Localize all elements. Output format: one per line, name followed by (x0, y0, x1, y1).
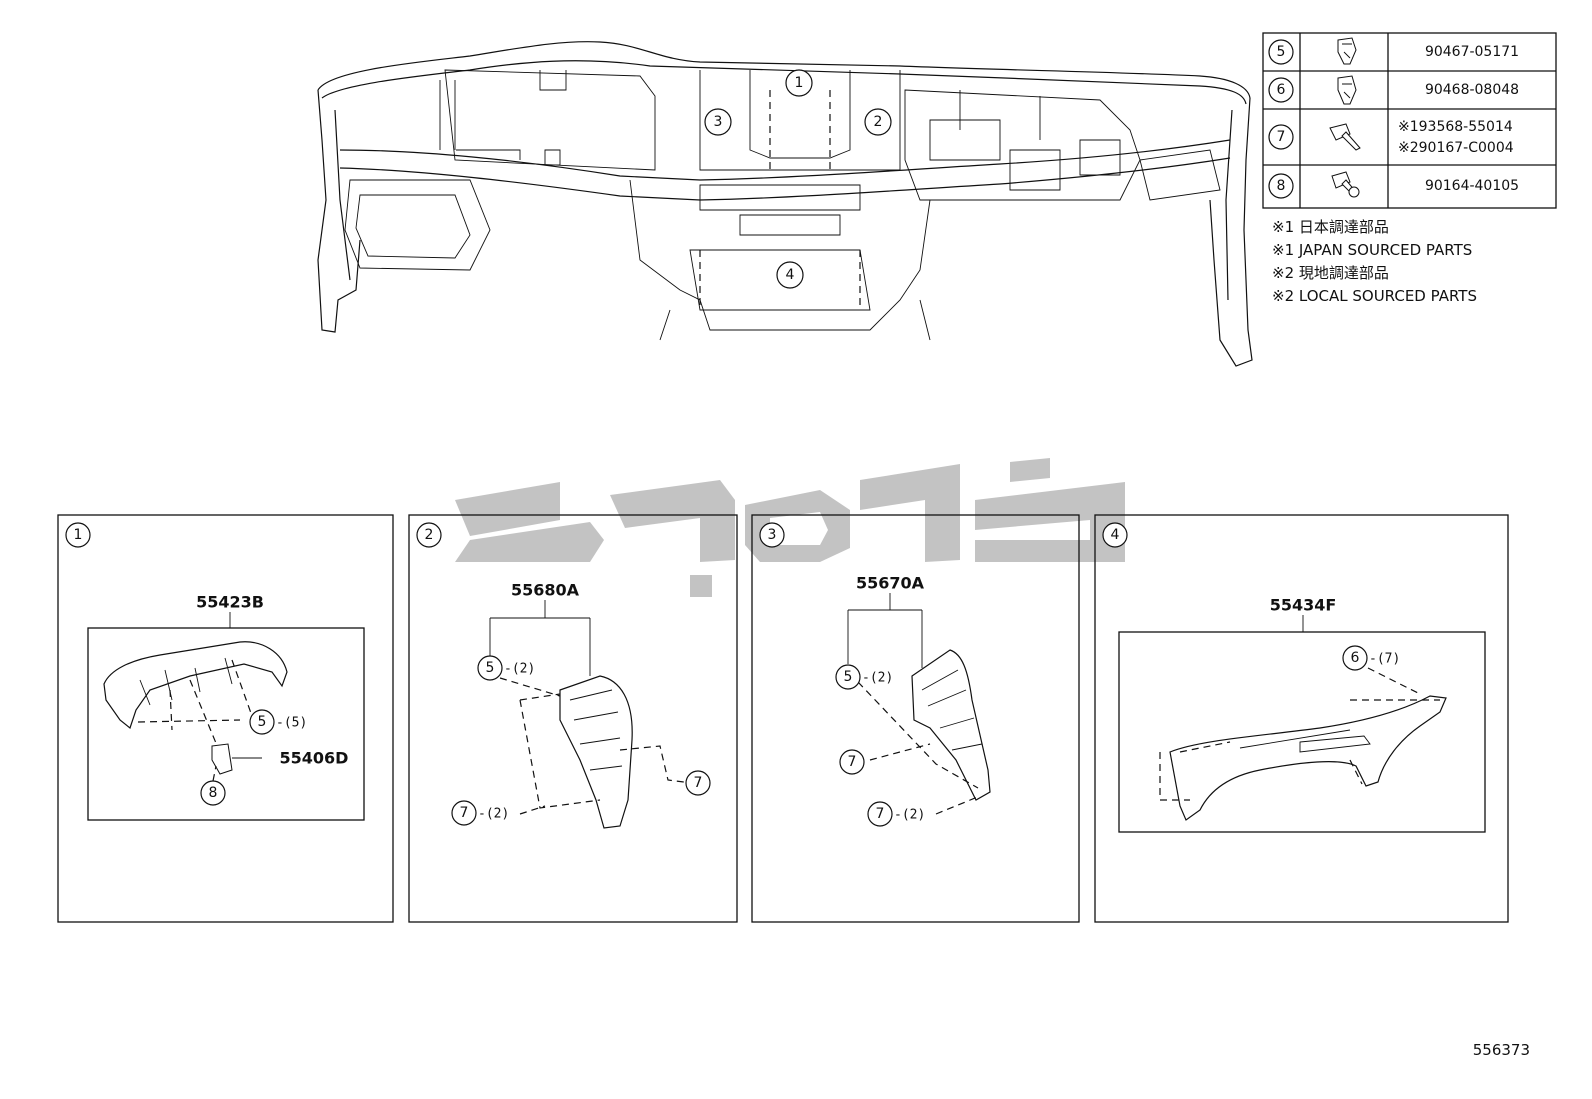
svg-text:-(2): -(2) (504, 662, 535, 677)
svg-text:4: 4 (1111, 527, 1120, 543)
panel-4-callout-6: 6 -(7) (1342, 645, 1400, 671)
note-line: ※2 現地調達部品 (1272, 264, 1389, 282)
svg-text:2: 2 (874, 114, 883, 130)
svg-text:3: 3 (768, 527, 777, 543)
svg-text:※193568-55014: ※193568-55014 (1398, 119, 1513, 135)
svg-text:7: 7 (876, 806, 885, 822)
svg-text:7: 7 (460, 805, 469, 821)
svg-text:90468-08048: 90468-08048 (1425, 82, 1519, 98)
screw-icon (1329, 123, 1361, 151)
detail-panel-2: 2 55680A 5 -(2) 7 7 -(2) (408, 514, 738, 923)
svg-text:6: 6 (1277, 82, 1286, 98)
svg-text:5: 5 (258, 714, 267, 730)
table-row: 8 90164-40105 (1268, 171, 1519, 199)
note-line: ※1 日本調達部品 (1272, 218, 1389, 236)
svg-text:90467-05171: 90467-05171 (1425, 44, 1519, 60)
fastener-table: 5 90467-05171 6 90468-08048 7 (1262, 32, 1557, 209)
svg-text:7: 7 (694, 775, 703, 791)
overview-callout-1: 1 (785, 69, 813, 97)
svg-text:-(7): -(7) (1369, 652, 1400, 667)
table-row: 6 90468-08048 (1268, 75, 1519, 105)
panel-3-callout-7: 7 (839, 749, 865, 775)
detail-panel-4: 4 55434F 6 -(7) (1094, 514, 1509, 923)
svg-text:7: 7 (848, 754, 857, 770)
svg-text:※290167-C0004: ※290167-C0004 (1398, 140, 1514, 156)
panel-3-callout-7: 7 -(2) (867, 795, 981, 827)
table-row: 7 ※193568-55014 ※290167-C0004 (1268, 119, 1514, 156)
svg-text:5: 5 (844, 669, 853, 685)
svg-text:-(2): -(2) (862, 671, 893, 686)
sourcing-notes: ※1 日本調達部品 ※1 JAPAN SOURCED PARTS ※2 現地調達… (1272, 218, 1477, 305)
assembly-number: 55423B (196, 593, 264, 612)
svg-text:5: 5 (486, 660, 495, 676)
svg-text:-(2): -(2) (894, 808, 925, 823)
panel-2-callout-7: 7 -(2) (451, 800, 546, 826)
svg-text:-(5): -(5) (276, 716, 307, 731)
assembly-number: 55680A (511, 581, 580, 600)
watermark-logo (455, 458, 1125, 597)
screw-washer-icon (1331, 171, 1360, 198)
note-line: ※1 JAPAN SOURCED PARTS (1272, 241, 1472, 259)
panel-1-callout-8: 8 (200, 765, 226, 806)
svg-text:6: 6 (1351, 650, 1360, 666)
detail-panel-3: 3 55670A 5 -(2) 7 7 -(2) (751, 514, 1080, 923)
panel-3-callout-5: 5 -(2) (835, 664, 893, 690)
note-line: ※2 LOCAL SOURCED PARTS (1272, 287, 1477, 305)
svg-text:2: 2 (425, 527, 434, 543)
table-row: 5 90467-05171 (1268, 37, 1519, 65)
detail-panel-1: 1 55423B 55406D 5 -(5) 8 (57, 514, 394, 923)
assembly-number: 55434F (1270, 596, 1337, 615)
assembly-number: 55670A (856, 574, 925, 593)
svg-text:3: 3 (714, 114, 723, 130)
overview-callout-4: 4 (776, 261, 804, 289)
overview-callout-3: 3 (704, 108, 732, 136)
diagram-number: 556373 (1473, 1041, 1530, 1059)
instrument-panel-overview (317, 41, 1253, 367)
svg-text:8: 8 (209, 785, 218, 801)
clip-icon (1337, 37, 1357, 65)
svg-text:5: 5 (1277, 44, 1286, 60)
overview-callout-2: 2 (864, 108, 892, 136)
panel-1-callout-5: 5 -(5) (249, 709, 307, 735)
svg-text:-(2): -(2) (478, 807, 509, 822)
clip-icon (1337, 75, 1357, 105)
svg-text:90164-40105: 90164-40105 (1425, 178, 1519, 194)
svg-text:1: 1 (74, 527, 83, 543)
svg-text:8: 8 (1277, 178, 1286, 194)
panel-2-callout-7: 7 (685, 770, 711, 796)
svg-text:4: 4 (786, 267, 795, 283)
panel-2-callout-5: 5 -(2) (477, 655, 535, 681)
svg-text:7: 7 (1277, 129, 1286, 145)
sub-part-number: 55406D (280, 749, 349, 768)
svg-text:1: 1 (795, 75, 804, 91)
